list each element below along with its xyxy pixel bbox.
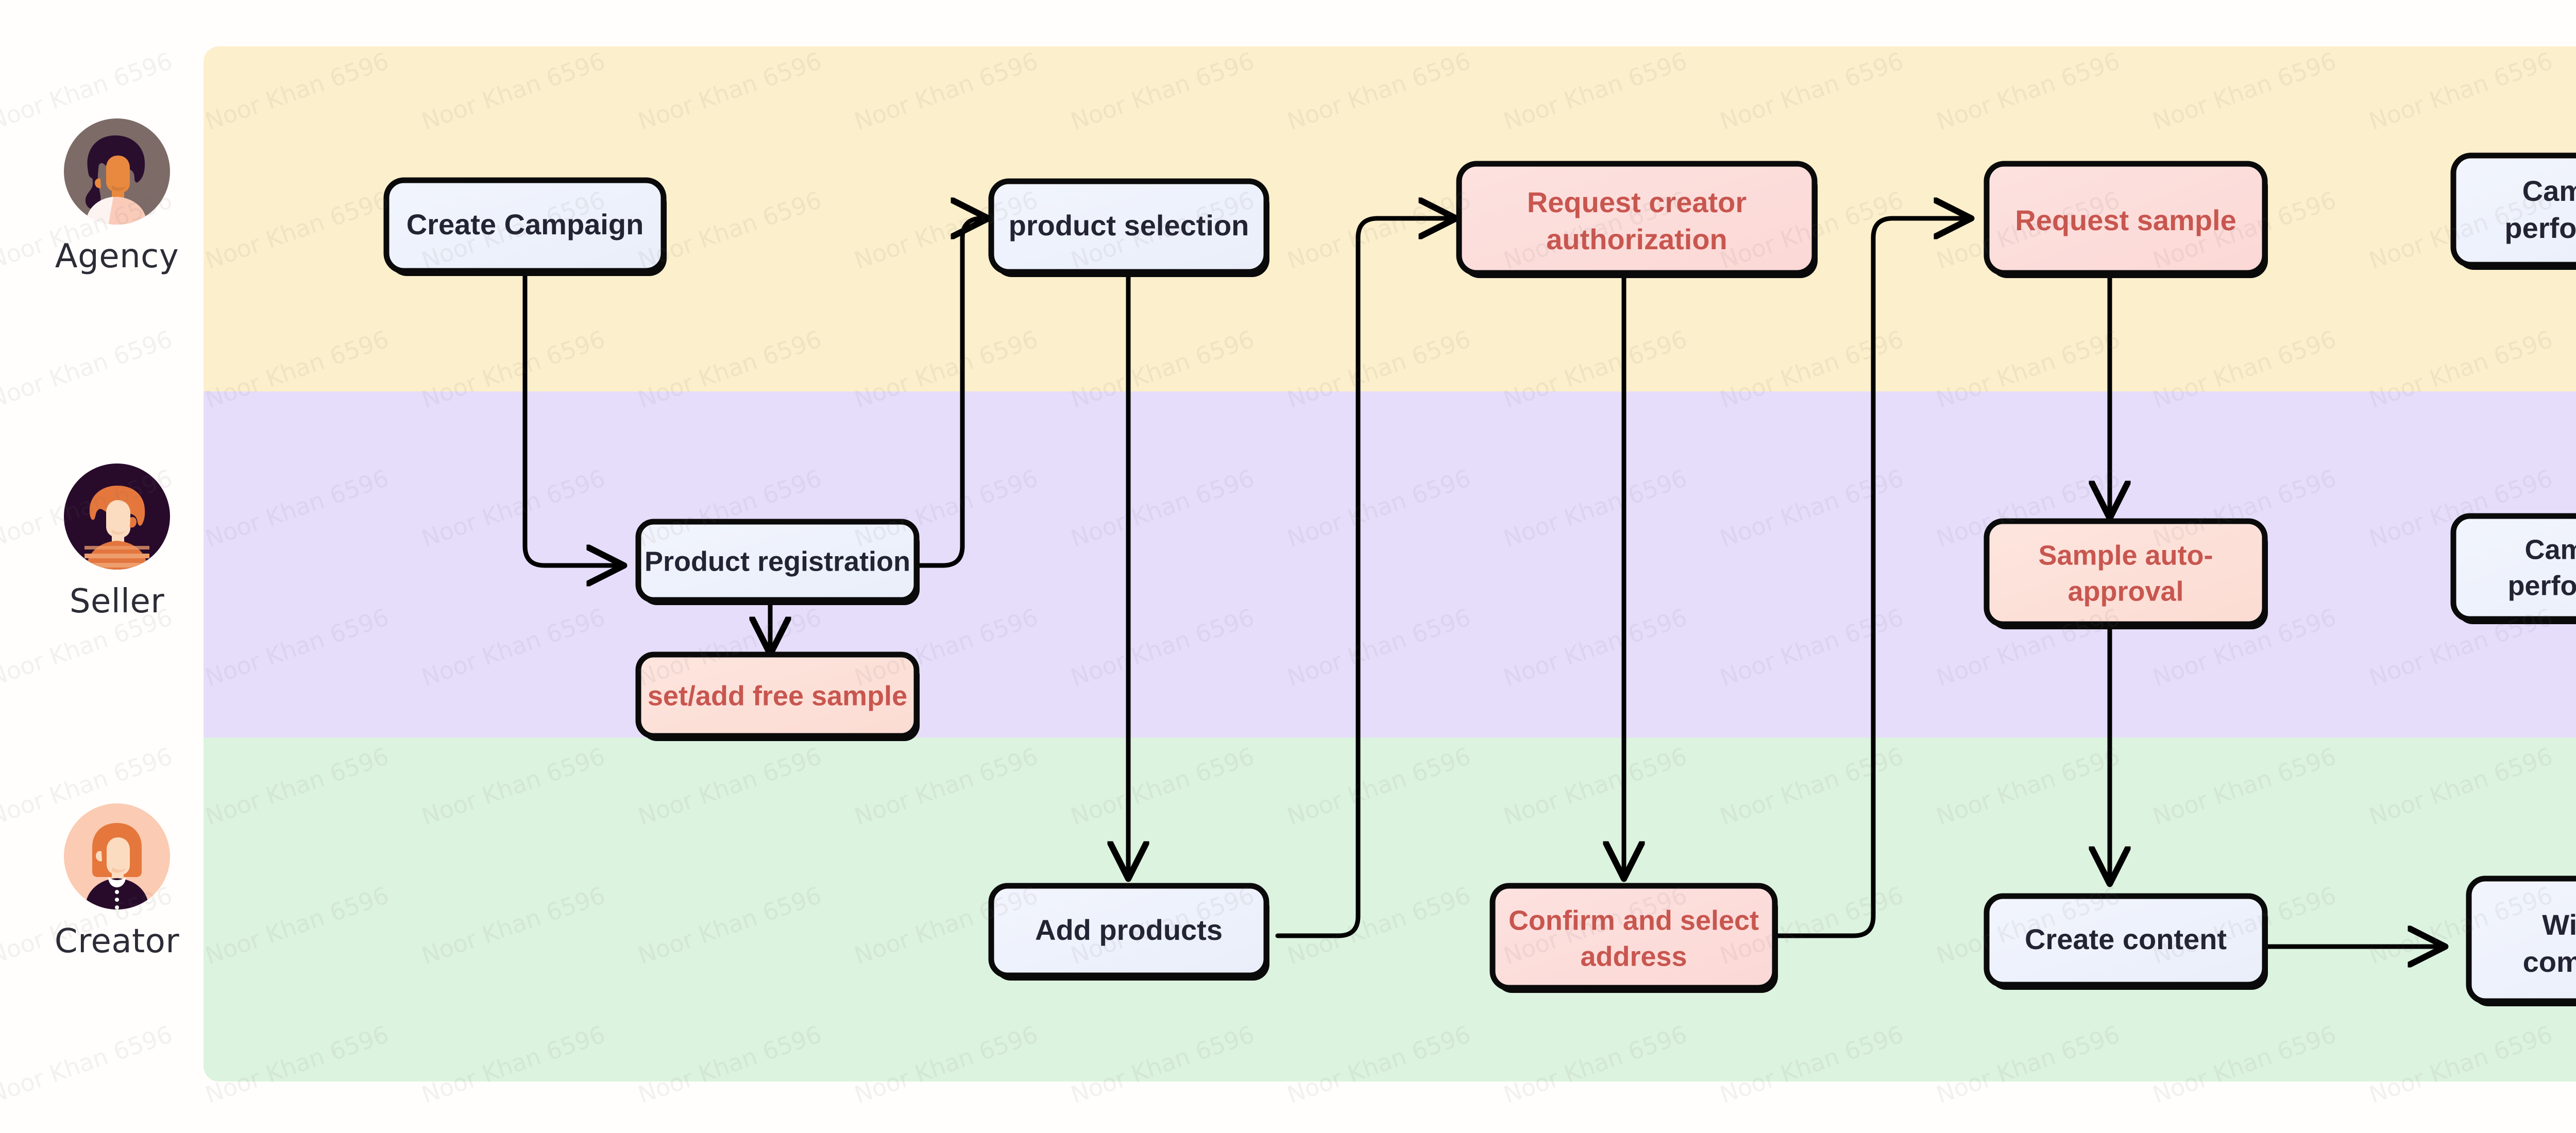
- node-product-registration-label-0: Product registration: [645, 546, 910, 577]
- node-confirm-and-select-address-label-0: Confirm and select: [1509, 905, 1759, 936]
- nodes-layer: Create Campaign product selection Reques…: [383, 152, 2576, 1006]
- node-product-selection[interactable]: product selection: [988, 178, 1269, 277]
- node-request-sample[interactable]: Request sample: [1984, 161, 2268, 278]
- node-withdraw-commission[interactable]: Withdraw commission: [2466, 876, 2576, 1006]
- lane-role-seller: Seller: [32, 464, 202, 618]
- node-sample-auto-approval-label-1: approval: [2067, 576, 2183, 607]
- node-create-content[interactable]: Create content: [1984, 893, 2268, 990]
- agency-avatar: [64, 118, 170, 225]
- role-label-creator: Creator: [54, 922, 180, 960]
- lane-role-creator: Creator: [32, 803, 202, 958]
- edge-create-campaign-to-product-registration: [522, 269, 621, 565]
- node-create-campaign-label-0: Create Campaign: [406, 208, 644, 241]
- node-product-selection-label-0: product selection: [1009, 209, 1249, 242]
- node-withdraw-commission-label-0: Withdraw: [2542, 908, 2576, 941]
- node-confirm-and-select-address[interactable]: Confirm and select address: [1489, 883, 1778, 993]
- seller-avatar: [64, 464, 170, 570]
- role-label-seller: Seller: [69, 582, 165, 621]
- node-add-products-label-0: Add products: [1035, 914, 1223, 946]
- edge-product-registration-to-product-selection: [917, 218, 985, 568]
- node-create-content-label-0: Create content: [2025, 923, 2227, 955]
- creator-avatar: [64, 803, 170, 909]
- node-sample-auto-approval-label-0: Sample auto-: [2038, 540, 2213, 571]
- node-campaign-performance-agency[interactable]: Campaign performance: [2450, 152, 2576, 270]
- node-create-campaign[interactable]: Create Campaign: [383, 177, 667, 276]
- node-campaign-performance-seller[interactable]: Campaign performance: [2450, 513, 2576, 624]
- lane-role-agency: Agency: [32, 118, 202, 273]
- node-campaign-performance-seller-label-1: performance: [2507, 570, 2576, 601]
- lane-creator-band: [204, 737, 2576, 1082]
- edges-layer: [522, 218, 2442, 947]
- node-set-add-free-sample-label-0: set/add free sample: [648, 680, 907, 711]
- node-request-creator-authorization-label-0: Request creator: [1527, 186, 1747, 218]
- node-add-products[interactable]: Add products: [988, 883, 1269, 981]
- edge-add-products-to-request-creator-authorization: [1275, 218, 1453, 938]
- node-withdraw-commission-label-1: commission: [2523, 946, 2576, 978]
- edge-confirm-address-to-request-sample: [1759, 218, 1968, 938]
- node-campaign-performance-seller-label-0: Campaign: [2524, 534, 2576, 565]
- node-confirm-and-select-address-label-1: address: [1580, 941, 1687, 972]
- node-request-creator-authorization-label-1: authorization: [1546, 223, 1727, 255]
- node-request-creator-authorization[interactable]: Request creator authorization: [1456, 161, 1818, 278]
- node-set-add-free-sample[interactable]: set/add free sample: [635, 651, 920, 741]
- node-request-sample-label-0: Request sample: [2015, 204, 2236, 236]
- node-product-registration[interactable]: Product registration: [635, 519, 920, 605]
- node-sample-auto-approval[interactable]: Sample auto- approval: [1984, 518, 2268, 629]
- role-label-agency: Agency: [55, 237, 179, 276]
- node-campaign-performance-agency-label-0: Campaign: [2522, 175, 2576, 207]
- node-campaign-performance-agency-label-1: performance: [2504, 212, 2576, 244]
